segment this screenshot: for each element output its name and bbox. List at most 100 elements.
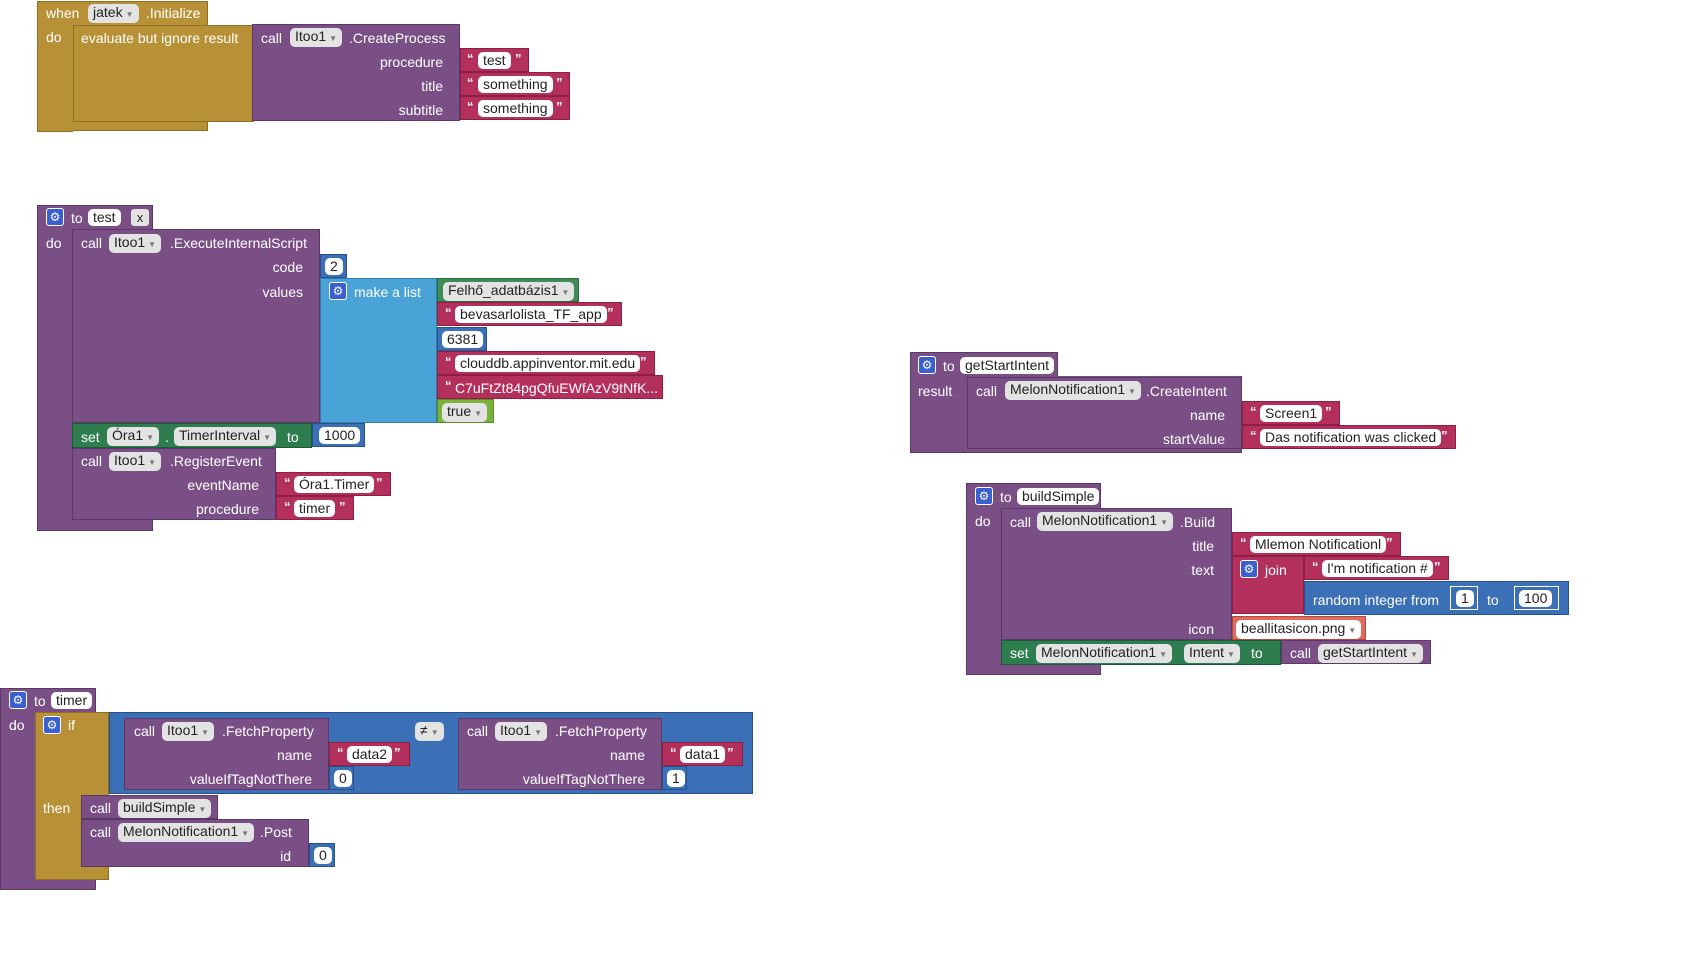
number-field[interactable]: 1 <box>667 770 685 787</box>
quote-icon: “ <box>1312 559 1319 574</box>
component-dropdown[interactable]: MelonNotification1▼ <box>118 823 255 842</box>
quote-icon: “ <box>1250 404 1257 419</box>
evaluate-ignore-block[interactable] <box>73 25 254 122</box>
valueiftagnotthere-label: valueIfTagNotThere <box>522 771 645 787</box>
property-dropdown[interactable]: Intent▼ <box>1184 644 1240 663</box>
text-field[interactable]: Óra1.Timer <box>294 476 375 493</box>
procedure-name-field[interactable]: getStartIntent <box>960 357 1055 374</box>
gear-icon[interactable]: ⚙ <box>46 208 64 226</box>
text-field[interactable]: data1 <box>680 746 726 763</box>
procedure-name-field[interactable]: buildSimple <box>1017 488 1100 505</box>
call-fetchproperty-right[interactable] <box>458 718 662 790</box>
name-label: name <box>609 747 645 763</box>
component-dropdown[interactable]: jatek▼ <box>88 4 139 23</box>
component-dropdown[interactable]: MelonNotification1▼ <box>1037 512 1174 531</box>
text-field[interactable]: something <box>478 76 553 93</box>
number-field[interactable]: 1 <box>1456 590 1474 607</box>
quote-icon: ” <box>640 354 647 369</box>
text-field[interactable]: test <box>478 52 511 69</box>
itoo-dropdown[interactable]: Itoo1▼ <box>109 234 162 253</box>
component-dropdown[interactable]: MelonNotification1▼ <box>1005 381 1142 400</box>
call-fetchproperty-left[interactable] <box>124 718 329 790</box>
call-executeinternalscript-block[interactable] <box>72 229 320 423</box>
number-field[interactable]: 6381 <box>442 331 484 348</box>
gear-icon[interactable]: ⚙ <box>1240 560 1258 578</box>
subtitle-label: subtitle <box>398 102 443 118</box>
itoo-dropdown[interactable]: Itoo1▼ <box>495 722 548 741</box>
text-field[interactable]: clouddb.appinventor.mit.edu <box>455 355 641 372</box>
call-registerevent-block[interactable] <box>72 448 276 520</box>
evaluate-label: evaluate but ignore result <box>81 30 239 46</box>
gear-icon[interactable]: ⚙ <box>43 716 61 734</box>
make-a-list-block[interactable] <box>320 278 437 423</box>
itoo-dropdown[interactable]: Itoo1▼ <box>109 452 162 471</box>
text-field[interactable]: Das notification was clicked <box>1260 429 1442 446</box>
chevron-down-icon: ▼ <box>198 805 207 814</box>
method-name: .CreateProcess <box>349 30 446 46</box>
event-block-body <box>37 24 73 132</box>
itoo-dropdown[interactable]: Itoo1▼ <box>290 28 343 47</box>
quote-icon: “ <box>467 75 474 90</box>
number-field[interactable]: 0 <box>314 847 332 864</box>
quote-icon: “ <box>445 305 452 320</box>
text-field[interactable]: timer <box>294 500 336 517</box>
call-createprocess-block[interactable] <box>252 24 460 121</box>
number-field[interactable]: 2 <box>325 258 343 275</box>
text-label: text <box>1191 562 1214 578</box>
text-field[interactable]: Screen1 <box>1260 405 1323 422</box>
gear-icon[interactable]: ⚙ <box>329 282 347 300</box>
text-field[interactable]: something <box>478 100 553 117</box>
quote-icon: “ <box>467 51 474 66</box>
gear-icon[interactable]: ⚙ <box>918 356 936 374</box>
quote-icon: ” <box>727 745 734 760</box>
call-label: call <box>261 30 283 46</box>
gear-icon[interactable]: ⚙ <box>975 487 993 505</box>
boolean-dropdown[interactable]: true▼ <box>442 403 488 422</box>
chevron-down-icon: ▼ <box>148 458 157 467</box>
result-label: result <box>918 383 953 399</box>
quote-icon: “ <box>445 354 452 369</box>
gear-icon[interactable]: ⚙ <box>9 691 27 709</box>
call-label: call <box>90 800 112 816</box>
collapsed-text: C7uFtZt84pgQfuEWfAzV9tNfK... <box>455 380 659 396</box>
set-label: set <box>1010 645 1029 661</box>
chevron-down-icon: ▼ <box>146 433 155 442</box>
text-field[interactable]: I'm notification # <box>1322 560 1433 577</box>
to-label: to <box>287 429 299 445</box>
call-label: call <box>1010 514 1032 530</box>
to-label: to <box>71 210 83 226</box>
chevron-down-icon: ▼ <box>148 240 157 249</box>
call-label: call <box>81 235 103 251</box>
number-field[interactable]: 100 <box>1519 590 1553 607</box>
text-field[interactable]: bevasarlolista_TF_app <box>455 306 607 323</box>
asset-dropdown[interactable]: beallitasicon.png▼ <box>1236 620 1362 639</box>
to-label: to <box>943 358 955 374</box>
then-label: then <box>43 800 71 816</box>
number-field[interactable]: 0 <box>334 770 352 787</box>
component-dropdown[interactable]: MelonNotification1▼ <box>1036 644 1173 663</box>
procedure-name-field[interactable]: timer <box>51 692 93 709</box>
itoo-dropdown[interactable]: Itoo1▼ <box>162 722 215 741</box>
values-label: values <box>262 284 303 300</box>
chevron-down-icon: ▼ <box>534 728 543 737</box>
quote-icon: “ <box>1250 428 1257 443</box>
operator-dropdown[interactable]: ≠▼ <box>415 722 444 741</box>
call-label: call <box>467 723 489 739</box>
component-dropdown[interactable]: Felhő_adatbázis1▼ <box>443 282 575 301</box>
component-dropdown[interactable]: Óra1▼ <box>107 427 160 446</box>
text-block-item5[interactable] <box>437 375 663 399</box>
number-field[interactable]: 1000 <box>319 427 361 444</box>
procedure-dropdown[interactable]: buildSimple▼ <box>118 799 212 818</box>
procedure-name-field[interactable]: test <box>88 209 121 226</box>
chevron-down-icon: ▼ <box>1159 650 1168 659</box>
text-field[interactable]: Mlemon Notificationl <box>1250 536 1387 553</box>
join-label: join <box>1265 562 1287 578</box>
quote-icon: ” <box>1441 428 1448 443</box>
quote-icon: “ <box>284 499 291 514</box>
property-dropdown[interactable]: TimerInterval▼ <box>174 427 277 446</box>
chevron-down-icon: ▼ <box>561 288 570 297</box>
quote-icon: ” <box>1386 535 1393 550</box>
procedure-dropdown[interactable]: getStartIntent▼ <box>1318 644 1423 663</box>
text-field[interactable]: data2 <box>347 746 393 763</box>
param-x[interactable]: x <box>131 209 149 226</box>
